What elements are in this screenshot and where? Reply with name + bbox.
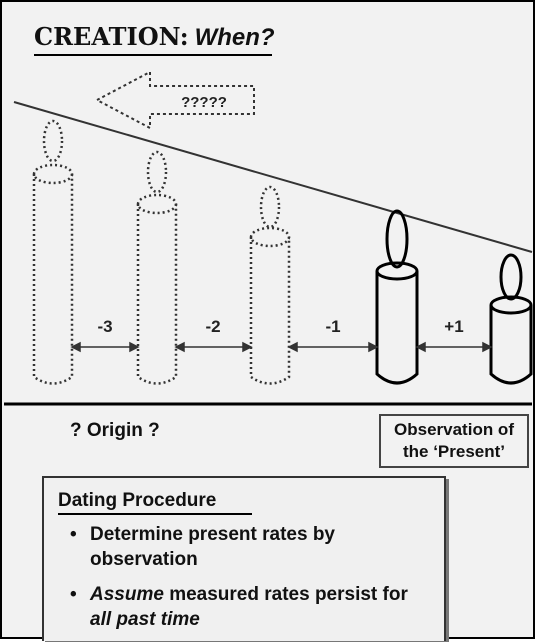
procedure-item-2-rest: measured rates persist for: [163, 584, 408, 605]
decay-trend-line: [13, 101, 533, 253]
dating-procedure-box: Dating Procedure Determine present rates…: [42, 476, 446, 641]
observation-line-1: Observation of: [394, 420, 514, 439]
interval-label-plus-1: +1: [444, 317, 463, 336]
interval-label-minus-2: -2: [205, 317, 220, 336]
procedure-title: Dating Procedure: [58, 490, 252, 515]
title-main: CREATION:: [34, 22, 189, 51]
title-accent: When?: [194, 24, 275, 51]
page-title: CREATION:When?: [34, 22, 275, 52]
candle-diagram: ?????: [4, 70, 533, 406]
past-arrow-icon: [94, 70, 255, 130]
title-underline: [34, 54, 272, 56]
procedure-item-2-assume: Assume: [90, 584, 164, 605]
observation-line-2: the ‘Present’: [402, 442, 506, 461]
candle-future: [489, 253, 533, 385]
candle-present: [375, 209, 419, 385]
arrow-label: ?????: [181, 94, 227, 111]
interval-label-minus-1: -1: [325, 317, 340, 336]
procedure-item-2-line2: all past time: [90, 609, 200, 630]
procedure-item-1: Determine present rates by observation: [70, 522, 446, 572]
observation-box: Observation of the ‘Present’: [379, 414, 529, 468]
procedure-item-2: Assume measured rates persist for all pas…: [70, 582, 446, 632]
procedure-item-1-text: Determine present rates by observation: [90, 524, 335, 570]
candle-minus-1: [249, 185, 291, 385]
candle-minus-3: [32, 119, 74, 385]
interval-label-minus-3: -3: [97, 317, 112, 336]
candle-minus-2: [136, 150, 178, 385]
origin-label: ? Origin ?: [70, 420, 160, 441]
procedure-list: Determine present rates by observation A…: [70, 522, 446, 642]
